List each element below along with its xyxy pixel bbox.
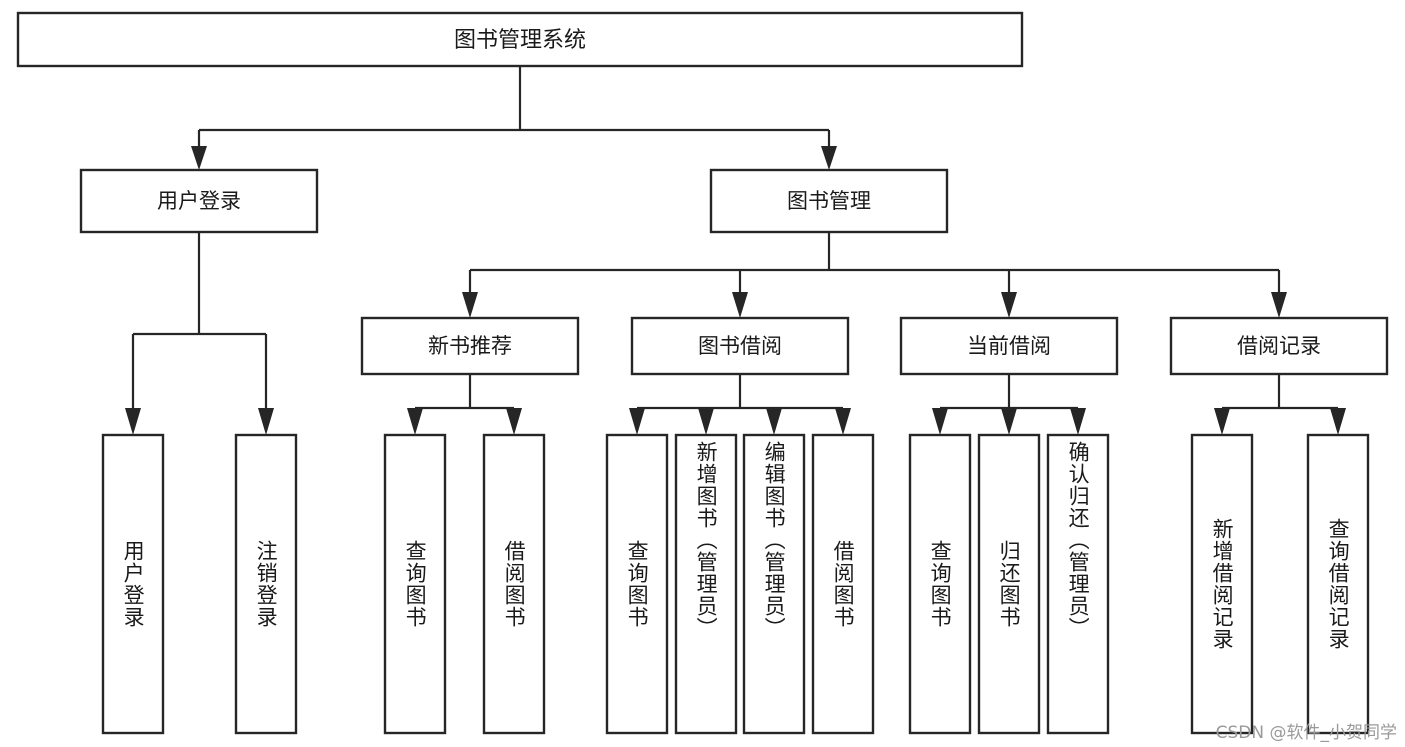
leaf-return-book-box[interactable]	[977, 433, 1041, 735]
node-book-management-group[interactable]: 图书管理	[709, 168, 949, 234]
node-borrow-record-label: 借阅记录	[1237, 334, 1321, 358]
arrow-bm-to-new-book-recommend	[462, 292, 478, 318]
root-node-label: 图书管理系统	[454, 28, 586, 53]
arrow-br-leaf-1	[1214, 408, 1230, 435]
node-current-borrow-group[interactable]: 当前借阅	[899, 316, 1119, 376]
root-node-box[interactable]	[16, 11, 1024, 68]
arrow-user-login-leaf-1	[125, 408, 141, 435]
arrow-root-to-user-login	[191, 146, 207, 170]
leaf-user-login-box[interactable]	[101, 433, 165, 735]
arrow-br-leaf-2	[1330, 408, 1346, 435]
arrow-bm-to-borrow-record	[1271, 292, 1287, 318]
arrow-cb-leaf-2	[1001, 408, 1017, 435]
node-book-management-box[interactable]	[709, 168, 949, 234]
leaf-query-book-1-box[interactable]	[383, 433, 447, 735]
node-user-login-group[interactable]: 用户登录	[79, 168, 319, 234]
node-borrow-record-box[interactable]	[1169, 316, 1389, 376]
leaf-query-borrow-record-box[interactable]	[1306, 433, 1370, 735]
arrow-bm-to-current-borrow	[1001, 292, 1017, 318]
node-new-book-recommend-group[interactable]: 新书推荐	[360, 316, 580, 376]
arrow-user-login-leaf-2	[258, 408, 274, 435]
node-new-book-recommend-box[interactable]	[360, 316, 580, 376]
arrow-bm-to-book-borrow	[732, 292, 748, 318]
arrow-cb-leaf-1	[932, 408, 948, 435]
leaf-edit-book-admin-box[interactable]	[742, 433, 806, 735]
node-new-book-recommend-label: 新书推荐	[428, 334, 512, 358]
arrow-bb-leaf-4	[835, 408, 851, 435]
leaf-add-book-admin-box[interactable]	[674, 433, 738, 735]
leaf-logout-box[interactable]	[234, 433, 298, 735]
watermark-text: CSDN @软件_小贺同学	[1215, 723, 1397, 743]
arrow-root-to-book-management	[821, 146, 837, 170]
node-user-login-label: 用户登录	[157, 189, 241, 213]
arrow-nbr-leaf-1	[407, 408, 423, 435]
node-book-management-label: 图书管理	[787, 189, 871, 213]
arrow-nbr-leaf-2	[506, 408, 522, 435]
node-borrow-record-group[interactable]: 借阅记录	[1169, 316, 1389, 376]
node-current-borrow-label: 当前借阅	[967, 334, 1051, 358]
leaf-confirm-return-admin-box[interactable]	[1046, 433, 1110, 735]
root-node-group[interactable]: 图书管理系统	[16, 11, 1024, 68]
leaf-borrow-book-2-box[interactable]	[811, 433, 875, 735]
leaf-query-book-3-box[interactable]	[908, 433, 972, 735]
node-current-borrow-box[interactable]	[899, 316, 1119, 376]
node-book-borrow-box[interactable]	[630, 316, 850, 376]
leaf-add-borrow-record-box[interactable]	[1190, 433, 1254, 735]
arrow-bb-leaf-2	[698, 408, 714, 435]
arrow-bb-leaf-1	[629, 408, 645, 435]
node-book-borrow-group[interactable]: 图书借阅	[630, 316, 850, 376]
arrow-bb-leaf-3	[766, 408, 782, 435]
leaf-query-book-2-box[interactable]	[605, 433, 669, 735]
arrow-cb-leaf-3	[1070, 408, 1086, 435]
node-book-borrow-label: 图书借阅	[698, 334, 782, 358]
leaf-borrow-book-1-box[interactable]	[482, 433, 546, 735]
